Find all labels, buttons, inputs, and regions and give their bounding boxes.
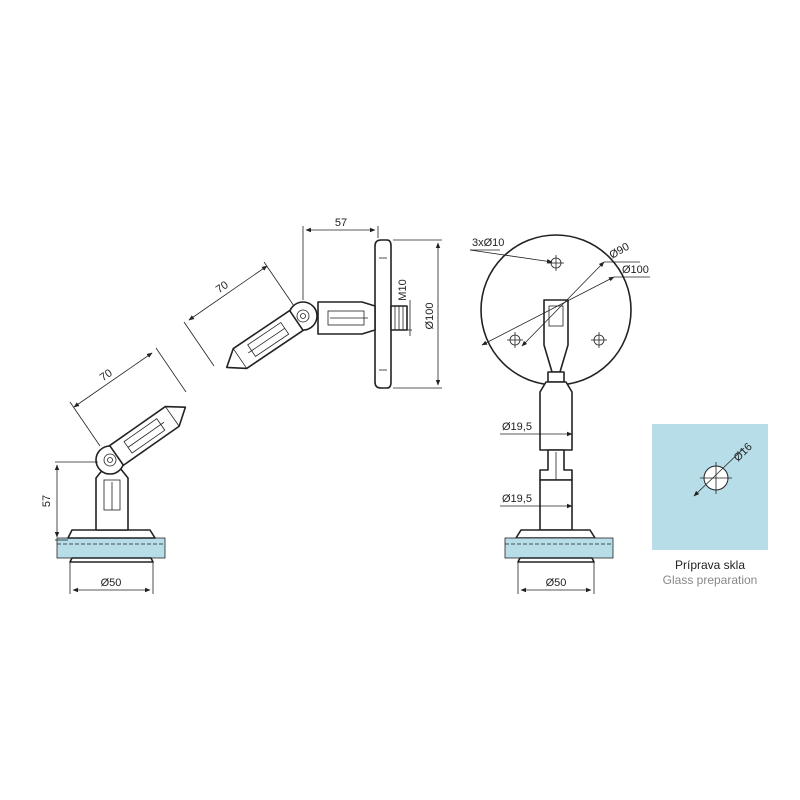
base-washer-bottom [69, 557, 154, 563]
dim-line-front-plate [481, 276, 615, 346]
label-front-rod-upper: Ø19,5 [502, 421, 532, 433]
label-side-thread: M10 [397, 279, 409, 300]
dim-line-arm-upper [188, 265, 268, 321]
side-view-lower-assembly: 57 Ø50 70 [41, 347, 187, 594]
wall-plate [374, 239, 392, 389]
dim-line-glass-hole [693, 447, 745, 497]
label-front-base: Ø50 [546, 577, 567, 589]
label-front-rod-lower: Ø19,5 [502, 493, 532, 505]
front-rod-lower [539, 479, 573, 531]
glass-preparation: Ø16 Príprava skla Glass preparation [652, 424, 768, 587]
label-front-holes: 3xØ10 [472, 237, 504, 249]
front-view-assembly: 3xØ10 Ø90 Ø100 Ø19,5 Ø19,5 Ø50 [469, 234, 650, 594]
label-side-plate: Ø100 [424, 303, 436, 330]
caption-primary: Príprava skla [675, 558, 745, 572]
inclined-arm-upper [225, 309, 304, 370]
label-front-pcd: Ø90 [608, 241, 632, 262]
label-arm-upper: 70 [214, 279, 231, 296]
caption-secondary: Glass preparation [663, 573, 758, 587]
glass-pane-front [504, 537, 614, 559]
dim-line-arm-lower [73, 352, 153, 408]
base-washer-top [67, 529, 156, 539]
front-rod-upper [539, 381, 573, 451]
inclined-arm-lower [108, 405, 187, 467]
label-side-depth: 57 [335, 217, 347, 229]
label-side-height: 57 [41, 495, 53, 507]
side-view-upper-assembly: 57 M10 Ø100 70 [183, 217, 442, 389]
glass-pane-left [56, 537, 166, 559]
label-arm-lower: 70 [98, 367, 115, 384]
label-front-plate: Ø100 [622, 264, 649, 276]
label-side-base: Ø50 [101, 577, 122, 589]
